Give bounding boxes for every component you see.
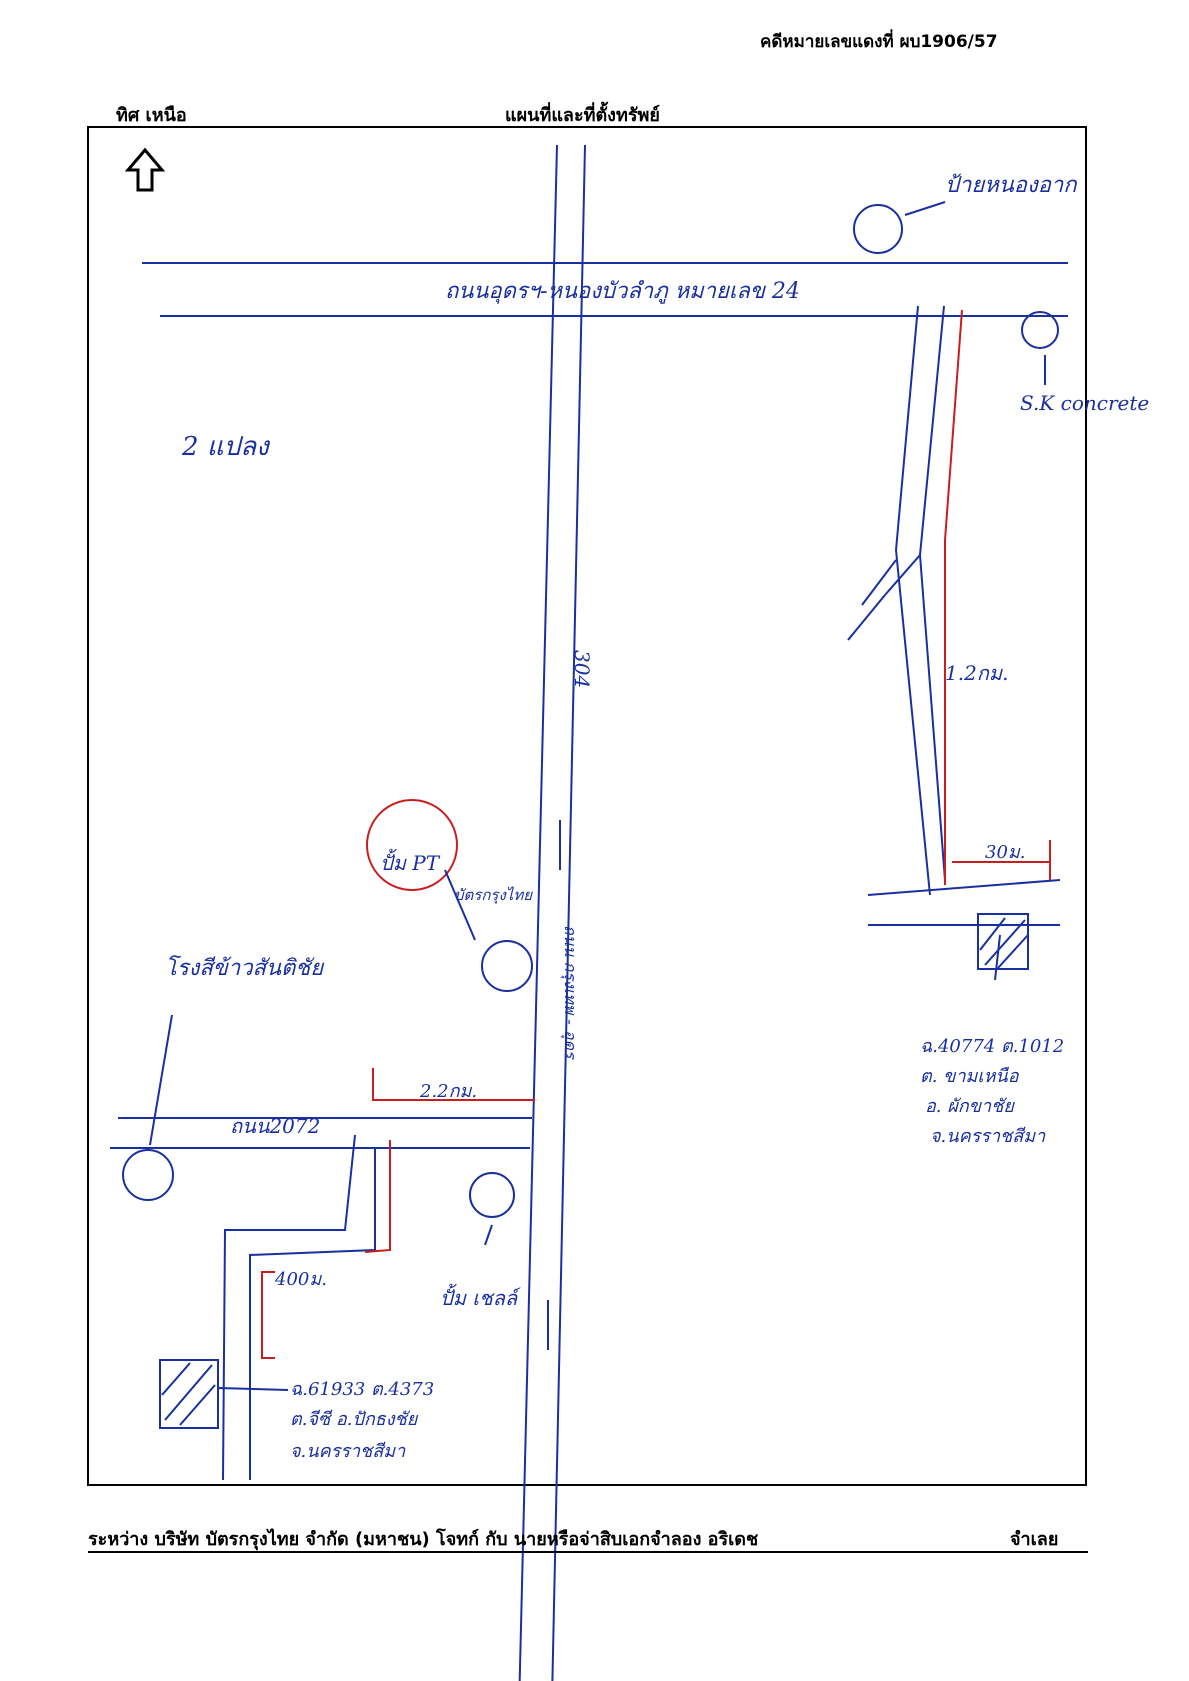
label-road-304: 304 [570,650,594,688]
label-concrete-plant: S.K concrete [1020,391,1149,415]
parcel-west-line: จ.นครราชสีมา [290,1441,406,1462]
label-cassava-place: ป้ายหนองอาก [945,173,1078,198]
north-arrow-icon [124,147,166,192]
parcel-east-line: จ.นครราชสีมา [930,1126,1046,1147]
label-plots: 2 แปลง [181,432,271,462]
label-dist-400m: 400ม. [274,1269,327,1290]
map-frame [87,126,1087,1486]
pointer-arrows [149,201,1046,1391]
parcel-west-line: ฉ.61933 ต.4373 [290,1379,434,1400]
label-dist-1-2km: 1.2กม. [945,661,1008,685]
label-dist-2-2km: 2.2กม. [419,1081,477,1102]
west-branch-road [222,1134,376,1481]
road-2072 [110,1117,532,1149]
parcel-east-line: ต. ขามเหนือ [920,1066,1020,1087]
label-pt-station: ปั้ม PT [380,848,441,875]
distance-markers [261,309,1051,1359]
landmark-circles [122,204,1059,1218]
east-branch-road [847,305,1061,926]
defendant-label: จำเลย [1010,1529,1059,1550]
map-title: แผนที่และที่ตั้งทรัพย์ [505,105,660,126]
road-304 [518,144,586,1681]
parcel-east-line: ฉ.40774 ต.1012 [920,1036,1064,1057]
label-dist-30m: 30ม. [985,842,1026,863]
parties-line: ระหว่าง บริษัท บัตรกรุงไทย จำกัด (มหาชน)… [88,1529,759,1550]
label-main-highway: ถนนอุดรฯ-หนองบัวลำภู หมายเลข 24 [445,279,800,304]
bottom-rule [88,1551,1088,1553]
parcel-west-line: ต.จีซี อ.ปักธงชัย [290,1409,419,1430]
north-label: ทิศ เหนือ [116,105,187,126]
parcel-west-hatch [159,1359,219,1429]
label-road-side: ถนน กรุงเทพ - อุดร [560,925,580,1061]
label-shell-station: ปั้ม เชลล์ [440,1283,521,1310]
parcel-east-text: ฉ.40774 ต.1012 ต. ขามเหนือ อ. ผักขาชัย จ… [920,1036,1064,1147]
label-rice-mill: โรงสีข้าวสันติชัย [165,955,325,981]
label-pt-station-sub: บัตรกรุงไทย [454,886,533,904]
parcel-east-line: อ. ผักขาชัย [925,1096,1015,1117]
case-number: คดีหมายเลขแดงที่ ผบ1906/57 [760,32,998,52]
label-road-2072: ถนน2072 [230,1114,320,1138]
parcel-east-hatch [977,913,1029,970]
parcel-west-text: ฉ.61933 ต.4373 ต.จีซี อ.ปักธงชัย จ.นครรา… [290,1379,434,1462]
